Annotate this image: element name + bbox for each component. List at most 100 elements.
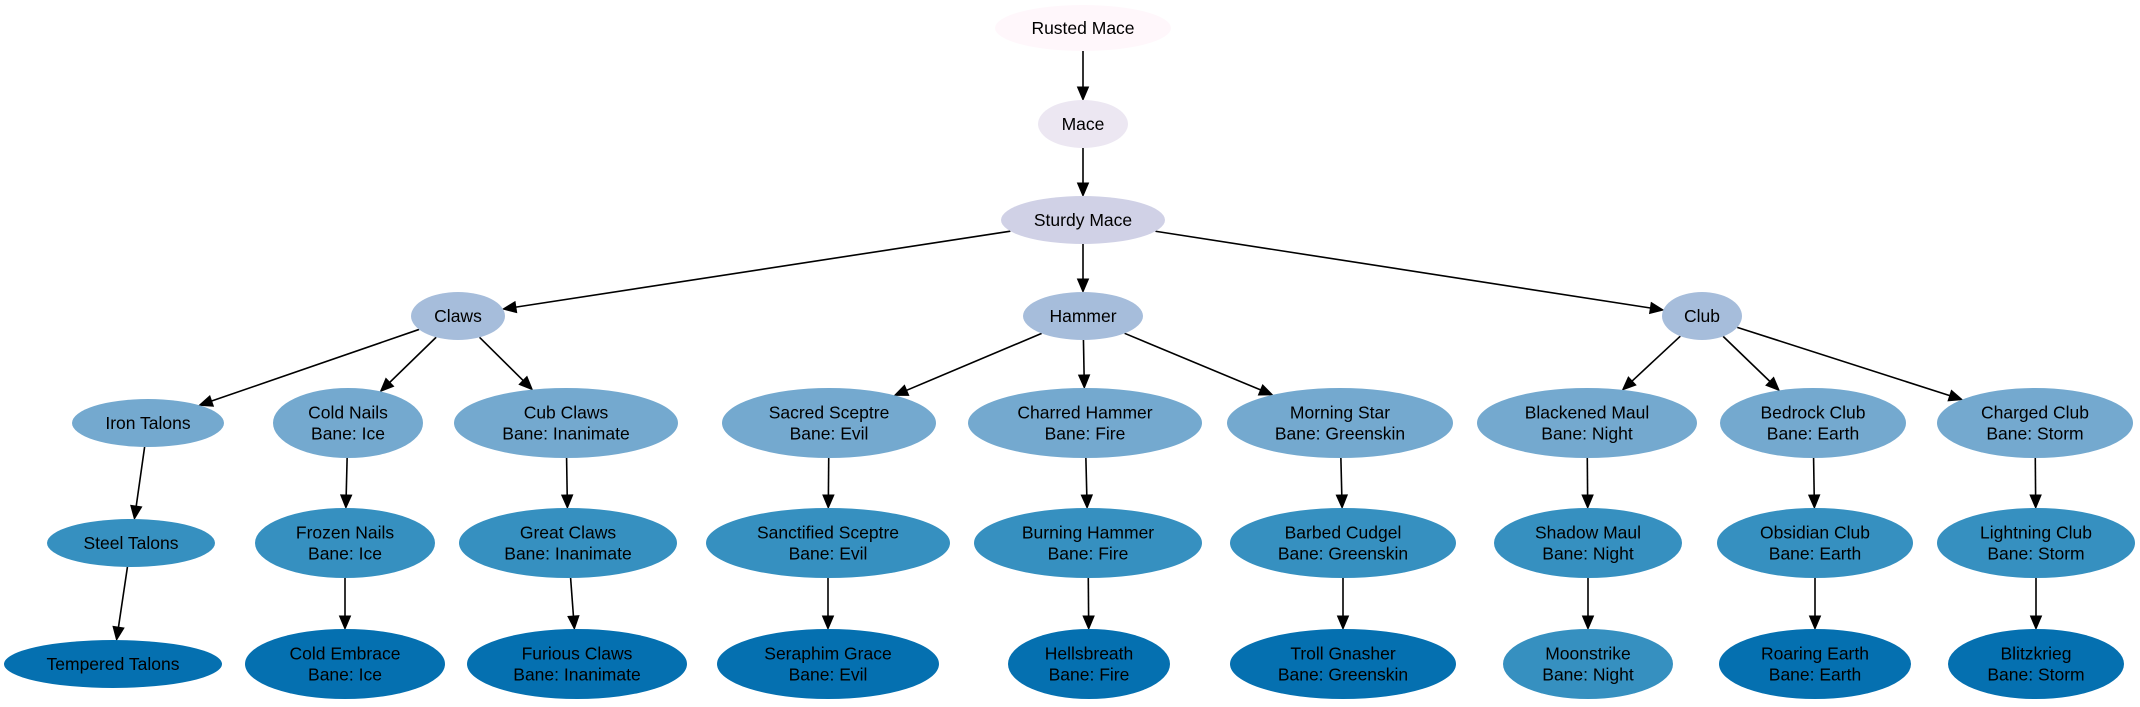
node-shape (1937, 388, 2133, 458)
node-title: Shadow Maul (1535, 523, 1641, 543)
edge-line (389, 336, 437, 383)
arrowhead (822, 494, 835, 510)
edge-frozen_nails-to-cold_embrace (338, 578, 352, 631)
arrowhead (1765, 376, 1781, 392)
arrowhead (1076, 86, 1090, 102)
arrowhead (1336, 615, 1350, 631)
edge-morning_star-to-barbed_cudgel (1335, 457, 1349, 510)
edge-line (515, 230, 1011, 308)
arrowhead (1076, 182, 1090, 198)
node-bane-label: Bane: Earth (1767, 424, 1859, 444)
arrowhead (198, 394, 215, 407)
arrowhead (1807, 494, 1821, 510)
edge-club-to-blackened_maul (1621, 335, 1681, 391)
node-title: Frozen Nails (296, 523, 394, 543)
node-title: Great Claws (520, 523, 617, 543)
node-bane-label: Bane: Evil (789, 544, 868, 564)
edge-claws-to-iron_talons (198, 328, 420, 407)
node-bane-label: Bane: Fire (1045, 424, 1126, 444)
edge-club-to-bedrock_club (1722, 335, 1781, 392)
node-title: Claws (434, 306, 482, 326)
edge-barbed_cudgel-to-troll_gnasher (1336, 578, 1350, 631)
edge-line (1155, 230, 1651, 309)
arrowhead (1581, 615, 1595, 631)
edge-hammer-to-sacred_sceptre (893, 332, 1042, 396)
edge-hammer-to-morning_star (1124, 332, 1274, 396)
node-title: Mace (1062, 114, 1105, 134)
node-title: Hammer (1049, 306, 1116, 326)
node-bane-label: Bane: Evil (789, 665, 868, 685)
edge-line (1082, 339, 1085, 376)
edge-cub_claws-to-great_claws (560, 457, 574, 510)
arrowhead (501, 300, 518, 314)
node-bane-label: Bane: Storm (1986, 424, 2083, 444)
node-bane-label: Bane: Earth (1769, 544, 1861, 564)
arrowhead (821, 615, 835, 631)
arrowhead (338, 615, 352, 631)
node-bane-label: Bane: Inanimate (502, 424, 629, 444)
node-title: Cold Embrace (290, 644, 401, 664)
node-shape (4, 640, 222, 688)
arrowhead (1076, 278, 1090, 294)
arrowhead (2029, 615, 2043, 631)
node-hammer: Hammer (1023, 292, 1143, 340)
arrowhead (1077, 374, 1091, 390)
arrowhead (1621, 376, 1637, 391)
edge-shadow_maul-to-moonstrike (1581, 578, 1595, 631)
node-title: Tempered Talons (47, 654, 180, 674)
arrowhead (893, 384, 910, 396)
node-shape (1717, 508, 1913, 578)
node-shape (995, 5, 1171, 51)
edge-club-to-charged_club (1737, 326, 1964, 402)
node-shape (1937, 508, 2135, 578)
node-bane-label: Bane: Night (1542, 544, 1634, 564)
node-shape (1227, 388, 1453, 458)
edge-hammer-to-charred_hammer (1077, 339, 1091, 390)
edge-iron_talons-to-steel_talons (130, 446, 146, 521)
node-shape (1662, 292, 1742, 340)
node-shape (47, 519, 215, 567)
node-title: Cold Nails (308, 403, 388, 423)
edge-line (1812, 457, 1815, 496)
edge-line (135, 446, 146, 507)
node-shape (722, 388, 936, 458)
node-shape (1230, 508, 1456, 578)
arrowhead (1257, 383, 1274, 396)
edge-line (569, 577, 575, 617)
node-rusted-mace: Rusted Mace (995, 5, 1171, 51)
node-title: Steel Talons (83, 533, 178, 553)
node-title: Sturdy Mace (1034, 210, 1132, 230)
arrowhead (130, 504, 143, 521)
arrowhead (379, 377, 395, 393)
node-bane-label: Bane: Ice (311, 424, 385, 444)
node-shape (974, 508, 1202, 578)
node-title: Blitzkrieg (2001, 644, 2072, 664)
node-title: Charred Hammer (1017, 403, 1152, 423)
node-shape (706, 508, 950, 578)
node-shape (454, 388, 678, 458)
node-shape (1023, 292, 1143, 340)
node-title: Rusted Mace (1031, 18, 1134, 38)
edge-line (478, 336, 524, 382)
edge-burning_hammer-to-hellsbreath (1082, 577, 1095, 631)
node-shape (1477, 388, 1697, 458)
node-shape (411, 292, 505, 340)
edge-cold_nails-to-frozen_nails (339, 457, 353, 510)
node-iron-talons: Iron Talons (72, 399, 224, 447)
edge-claws-to-cold_nails (379, 336, 437, 393)
edge-sturdy_mace-to-claws (501, 230, 1011, 314)
edge-sturdy_mace-to-club (1155, 230, 1665, 315)
edge-line (565, 457, 568, 496)
arrowhead (560, 494, 574, 510)
node-title: Charged Club (1981, 403, 2089, 423)
